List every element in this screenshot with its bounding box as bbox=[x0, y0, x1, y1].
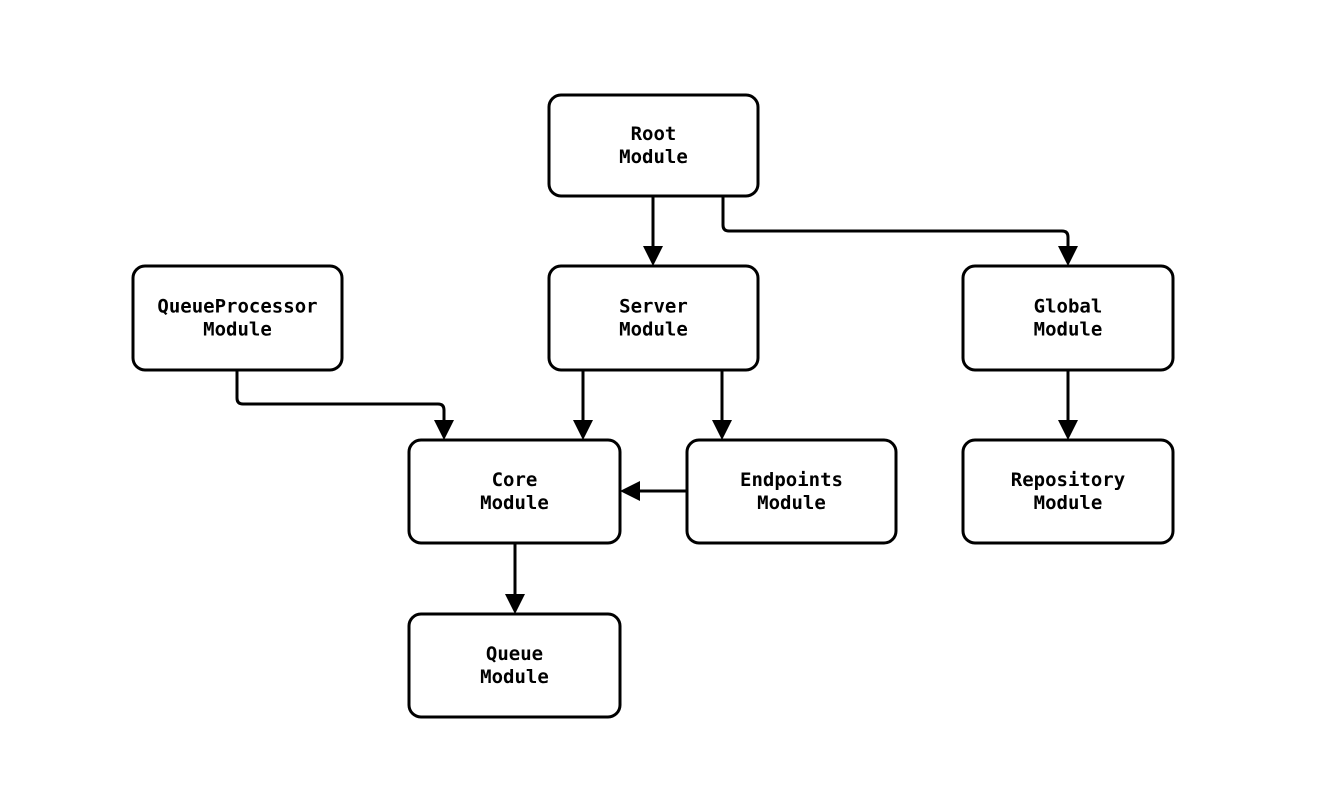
node-label-line2: Module bbox=[1034, 319, 1103, 341]
node-label-line1: Root bbox=[631, 123, 677, 145]
edge-root-to-global bbox=[721, 196, 1078, 266]
edge-line bbox=[235, 370, 446, 427]
arrowhead-icon bbox=[1058, 246, 1078, 266]
edge-server-to-endpoints bbox=[712, 370, 732, 440]
edges-layer bbox=[235, 196, 1078, 614]
node-label-line1: Core bbox=[492, 469, 538, 491]
node-label-line2: Module bbox=[757, 492, 826, 514]
node-label-line1: Queue bbox=[486, 643, 543, 665]
node-label-line2: Module bbox=[203, 319, 272, 341]
node-box[interactable] bbox=[407, 438, 622, 545]
node-box[interactable] bbox=[961, 438, 1175, 545]
node-box[interactable] bbox=[407, 612, 622, 719]
node-label-line2: Module bbox=[619, 146, 688, 168]
node-label-line1: Endpoints bbox=[740, 469, 843, 491]
node-label-line2: Module bbox=[480, 492, 549, 514]
arrowhead-icon bbox=[620, 481, 640, 501]
node-label-line2: Module bbox=[1034, 492, 1103, 514]
node-label-line1: Server bbox=[619, 296, 688, 318]
node-box[interactable] bbox=[685, 438, 898, 545]
arrowhead-icon bbox=[573, 420, 593, 440]
node-label-line1: Repository bbox=[1011, 469, 1125, 491]
node-box[interactable] bbox=[961, 264, 1175, 372]
node-box[interactable] bbox=[131, 264, 344, 372]
node-box[interactable] bbox=[547, 264, 760, 372]
arrowhead-icon bbox=[434, 420, 454, 440]
edge-server-to-core bbox=[573, 370, 593, 440]
nodes-layer: RootModuleQueueProcessorModuleServerModu… bbox=[131, 93, 1175, 719]
node-label-line2: Module bbox=[619, 319, 688, 341]
edge-global-to-repository bbox=[1058, 370, 1078, 440]
arrowhead-icon bbox=[712, 420, 732, 440]
edge-root-to-server bbox=[643, 196, 663, 266]
node-box[interactable] bbox=[547, 93, 760, 198]
arrowhead-icon bbox=[505, 594, 525, 614]
arrowhead-icon bbox=[643, 246, 663, 266]
arrowhead-icon bbox=[1058, 420, 1078, 440]
edge-endpoints-to-core bbox=[620, 481, 687, 501]
edge-line bbox=[721, 196, 1070, 253]
node-label-line1: Global bbox=[1034, 296, 1103, 318]
edge-core-to-queue bbox=[505, 543, 525, 614]
node-label-line1: QueueProcessor bbox=[157, 296, 317, 318]
node-label-line2: Module bbox=[480, 666, 549, 688]
edge-queueprocessor-to-core bbox=[235, 370, 454, 440]
